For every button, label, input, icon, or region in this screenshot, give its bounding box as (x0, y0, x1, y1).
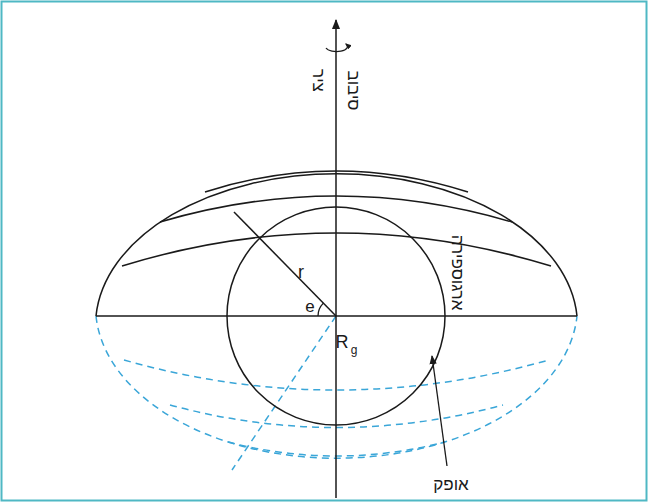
axis-label: סיבוב (345, 70, 362, 110)
rotation-axis (335, 20, 337, 498)
radius-line (234, 212, 336, 316)
angle-symbol: e (305, 298, 314, 315)
radius-symbol: r (298, 263, 304, 281)
leader-line (432, 356, 447, 466)
region-label: ארגוספירה (449, 234, 466, 310)
radius-symbol: R (336, 333, 349, 351)
angle-arc (318, 303, 323, 316)
rotation-arrow (326, 44, 348, 52)
subscript: g (351, 344, 358, 356)
horizon-label: אופק (433, 476, 469, 493)
axis-label: ציר (309, 69, 326, 92)
